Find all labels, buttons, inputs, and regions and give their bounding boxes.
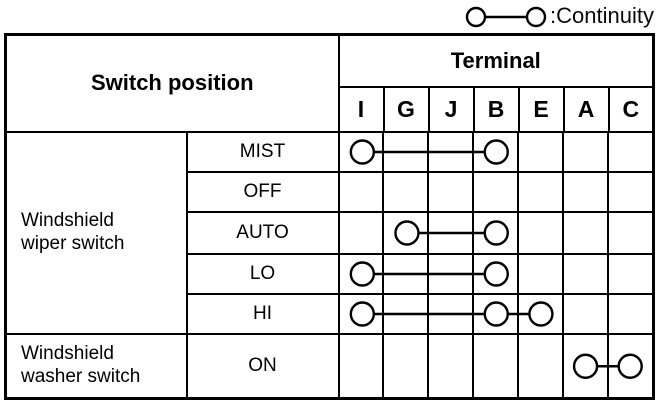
position-off: OFF <box>185 170 340 213</box>
continuity-legend: :Continuity <box>464 1 654 31</box>
switch-name-washer: Windshield washer switch <box>4 332 188 400</box>
terminal-column-g: G <box>382 85 430 133</box>
switch-name-wiper: Windshield wiper switch <box>4 130 188 335</box>
table-row-on: Windshield washer switch ON <box>4 332 655 400</box>
position-on: ON <box>185 332 340 400</box>
table-row-mist: Windshield wiper switch MIST <box>4 130 655 335</box>
switch-position-header: Switch position <box>4 33 340 133</box>
continuity-cells-auto <box>337 210 655 255</box>
continuity-marks-auto <box>393 219 509 246</box>
continuity-marks-hi <box>349 300 554 327</box>
position-mist: MIST <box>185 130 340 173</box>
continuity-cells-hi <box>337 292 655 335</box>
continuity-symbol-icon <box>465 6 547 28</box>
terminal-column-a: A <box>562 85 610 133</box>
continuity-cells-on <box>337 332 655 400</box>
terminal-header: Terminal <box>337 33 655 88</box>
continuity-marks-on <box>572 353 643 379</box>
table-row-lo: LO <box>6 252 655 295</box>
continuity-cells-lo <box>337 252 655 295</box>
legend-label: :Continuity <box>550 3 654 28</box>
terminal-letters-row: I G J B E A C <box>6 85 655 133</box>
position-lo: LO <box>185 252 340 295</box>
table-row-auto: AUTO <box>6 210 655 255</box>
terminal-column-b: B <box>472 85 520 133</box>
continuity-marks-mist <box>349 138 509 165</box>
continuity-marks-lo <box>349 260 509 287</box>
continuity-cells-mist <box>337 130 655 173</box>
terminal-column-c: C <box>607 85 655 133</box>
terminal-column-i: I <box>337 85 385 133</box>
terminal-column-j: J <box>427 85 475 133</box>
table-row-off: OFF <box>6 170 655 213</box>
continuity-cells-off <box>337 170 655 213</box>
terminal-grid-lines <box>340 172 653 211</box>
continuity-table: Switch position Terminal I G J B E A C W… <box>4 33 656 400</box>
position-hi: HI <box>185 292 340 335</box>
position-auto: AUTO <box>185 210 340 255</box>
table-row-hi: HI <box>6 292 655 335</box>
terminal-column-e: E <box>517 85 565 133</box>
continuity-marks-off <box>340 173 653 211</box>
header-row: Switch position Terminal <box>4 33 655 133</box>
